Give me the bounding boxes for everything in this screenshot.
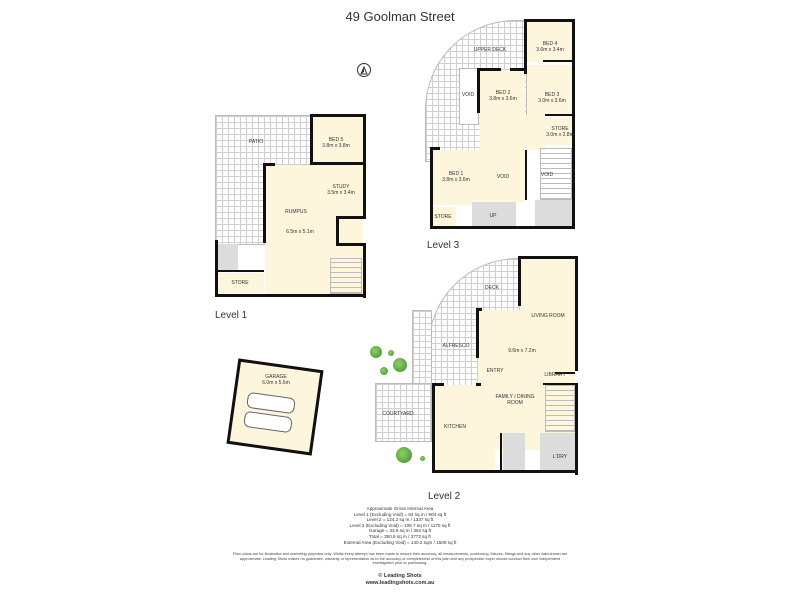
stairs-l1	[330, 258, 362, 294]
tree-icon	[393, 358, 407, 372]
property-title: 49 Goolman Street	[345, 9, 455, 24]
area-line: External Area (Excluding Void) = 140.2 s…	[343, 539, 457, 545]
room-label: LIVING ROOM	[531, 313, 565, 319]
study-room	[320, 165, 363, 205]
north-arrow-icon	[357, 63, 371, 77]
kitchen-room	[435, 385, 495, 470]
bed-2-room	[480, 70, 525, 115]
tree-icon	[396, 447, 412, 463]
area-line: Total = 350.5 sq m / 3773 sq ft	[369, 533, 431, 539]
room-label: VOID	[461, 92, 475, 98]
bathroom-l3-left	[472, 202, 516, 228]
room-dims: 9.6m x 7.2m	[508, 348, 536, 354]
tree-icon	[388, 350, 394, 356]
area-line: Garage = 33.6 sq m / 362 sq ft	[368, 528, 432, 534]
room-label: STORE	[231, 280, 249, 286]
bed-4-room	[527, 22, 572, 62]
brand-website[interactable]: www.leadingshots.com.au	[365, 580, 435, 586]
area-line: Level 3 (Excluding Void) = 108.7 sq m / …	[349, 522, 451, 528]
room-label: VOID	[540, 172, 554, 178]
level-2-label: Level 2	[428, 491, 461, 502]
hallway-l3	[480, 115, 545, 150]
level-3-label: Level 3	[427, 240, 460, 251]
stair-deck-area	[412, 310, 432, 390]
room-label: COURTYARD	[382, 411, 414, 417]
bathroom-l3-right	[535, 200, 572, 228]
room-label: ALFRESCO	[442, 343, 470, 349]
stairs-l2	[545, 385, 575, 432]
bed-1-room	[432, 150, 480, 205]
level-1-label: Level 1	[215, 310, 248, 321]
tree-icon	[370, 346, 382, 358]
room-label: VOID	[496, 174, 510, 180]
store-room-l3	[545, 117, 572, 145]
room-label: UPPER DECK	[473, 47, 507, 53]
brand-copyright: © Leading Shots	[378, 573, 422, 579]
bathroom-l1	[218, 244, 238, 271]
room-label: L'DRY	[552, 454, 568, 460]
tree-icon	[420, 456, 425, 461]
room-label: RUMPUS	[285, 209, 307, 215]
room-label: FAMILY / DINING ROOM	[495, 394, 535, 406]
store-small-l3	[432, 207, 456, 227]
room-label: LIBRARY	[544, 372, 566, 378]
room-label: UP	[489, 213, 497, 219]
tree-icon	[380, 367, 388, 375]
disclaimer-text: Floor plans are for illustrative and mar…	[232, 552, 568, 566]
room-label: ENTRY	[486, 368, 504, 374]
powder-room-l2	[503, 433, 525, 471]
store-room-l1	[218, 273, 264, 293]
area-line: Level 1 (Excluding Void) = 84 sq m / 904…	[353, 511, 447, 517]
bed-5-room	[311, 116, 363, 162]
stairs-l3	[540, 148, 572, 200]
room-label: PATIO	[248, 139, 264, 145]
bed-3-room	[527, 65, 572, 115]
courtyard-area	[375, 383, 432, 442]
room-label: DECK	[485, 285, 499, 291]
room-dims: 6.5m x 5.1m	[286, 229, 314, 235]
area-summary: Approximate Gross Internal Area Level 1 …	[0, 506, 800, 545]
laundry-room	[540, 433, 575, 471]
area-heading: Approximate Gross Internal Area	[366, 506, 434, 511]
room-label: KITCHEN	[444, 424, 466, 430]
area-line: Level 2 = 124.2 sq m / 1337 sq ft	[366, 517, 434, 523]
void-l3-center	[480, 150, 525, 202]
room-label: STORE	[434, 214, 452, 220]
